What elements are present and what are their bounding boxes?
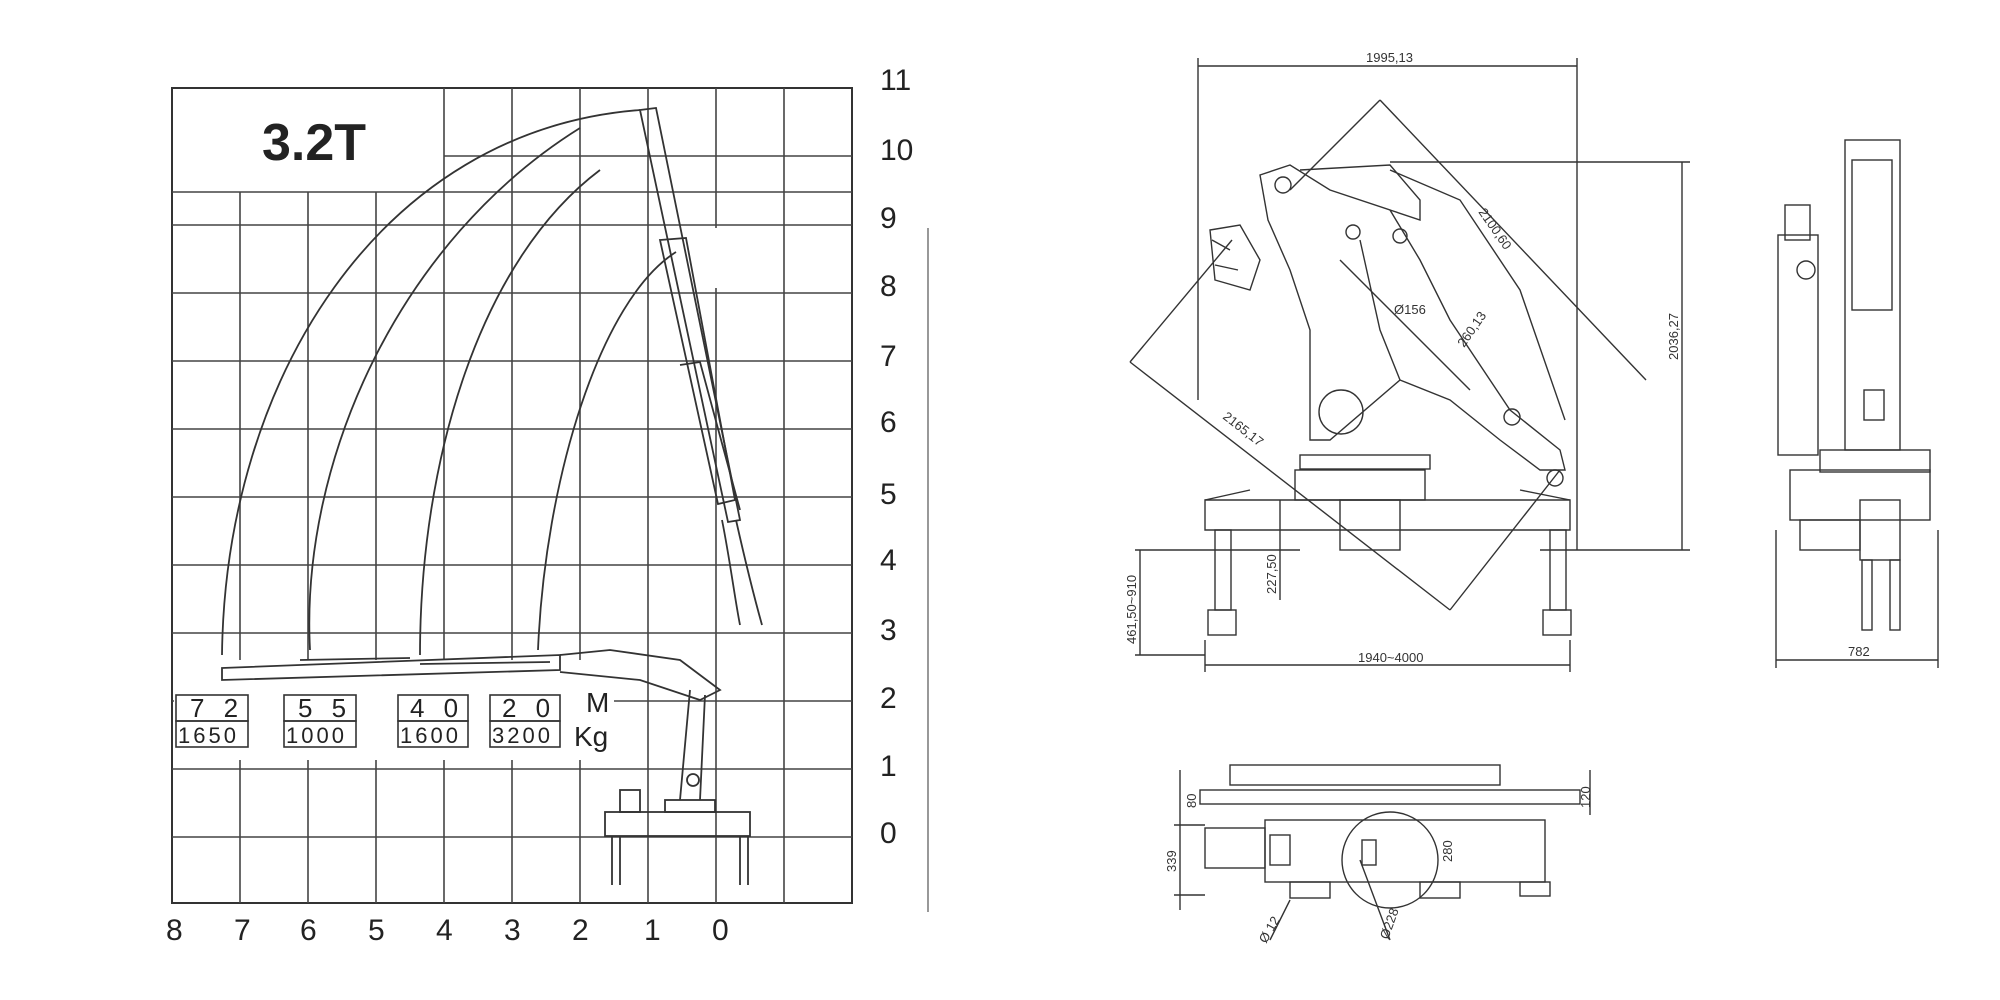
dim-top: 1995,13: [1366, 50, 1413, 65]
dim-120: 120: [1578, 786, 1593, 808]
end-view-drawing: [1775, 139, 1939, 668]
x-axis-ticks: 8 7 6 5 4 3 2 1 0: [166, 914, 729, 947]
arc-reach-5-5: [308, 127, 581, 651]
y-tick-1: 1: [880, 750, 897, 783]
top-view-dims: 80 120 339 280 Ø 12 Ø228: [1164, 786, 1593, 945]
y-tick-5: 5: [880, 478, 897, 511]
x-tick-8: 8: [166, 914, 183, 947]
box-reach-1: 7 2: [190, 693, 244, 723]
dim-arm: 260,13: [1454, 309, 1489, 350]
box-reach-4: 2 0: [502, 693, 556, 723]
arc-reach-2-0: [537, 251, 677, 651]
y-tick-0: 0: [880, 817, 897, 850]
box-load-3: 1600: [400, 723, 461, 748]
unit-distance: M: [586, 687, 609, 718]
box-reach-3: 4 0: [410, 693, 464, 723]
load-boxes: [175, 694, 561, 748]
dim-leg-range: 461,50~910: [1124, 575, 1139, 644]
side-view-drawing: [1129, 58, 1690, 672]
x-tick-0: 0: [712, 914, 729, 947]
arc-reach-4-0: [419, 169, 601, 656]
dim-339: 339: [1164, 850, 1179, 872]
dim-diag-long: 2100,60: [1476, 205, 1515, 252]
y-tick-7: 7: [880, 340, 897, 373]
y-tick-10: 10: [880, 134, 913, 167]
y-tick-2: 2: [880, 682, 897, 715]
y-tick-11: 11: [880, 64, 911, 97]
box-load-2: 1000: [286, 723, 347, 748]
dim-height: 2036,27: [1666, 313, 1681, 360]
y-axis-ticks: 11 10 9 8 7 6 5 4 3 2 1 0: [880, 64, 913, 850]
dim-outrigger: 1940~4000: [1358, 650, 1423, 665]
y-tick-4: 4: [880, 544, 897, 577]
box-load-1: 1650: [178, 723, 239, 748]
load-arcs: [221, 109, 677, 656]
load-chart: 3.2T: [166, 64, 929, 947]
x-tick-3: 3: [504, 914, 521, 947]
dim-end-width: 782: [1848, 644, 1870, 659]
x-tick-4: 4: [436, 914, 453, 947]
dim-80: 80: [1184, 794, 1199, 808]
x-tick-2: 2: [572, 914, 589, 947]
chart-title: 3.2T: [262, 114, 366, 172]
box-load-4: 3200: [492, 723, 553, 748]
y-tick-6: 6: [880, 406, 897, 439]
arc-reach-7-2: [221, 109, 641, 656]
y-tick-8: 8: [880, 270, 897, 303]
chart-grid-vertical: [239, 88, 785, 903]
x-tick-7: 7: [234, 914, 251, 947]
crane-base-small: [604, 789, 751, 885]
box-reach-2: 5 5: [298, 693, 352, 723]
dim-bolt: Ø228: [1377, 906, 1402, 941]
load-box-labels: 7 2 1650 5 5 1000 4 0 1600 2 0 3200 M Kg: [178, 687, 609, 752]
y-tick-9: 9: [880, 202, 897, 235]
chart-grid-horizontal: [172, 155, 852, 838]
dim-hole: Ø 12: [1256, 914, 1283, 946]
x-tick-1: 1: [644, 914, 661, 947]
dim-280: 280: [1440, 840, 1455, 862]
dim-pin: Ø156: [1394, 302, 1426, 317]
unit-weight: Kg: [574, 721, 608, 752]
y-tick-3: 3: [880, 614, 897, 647]
dim-base-height: 227,50: [1264, 554, 1279, 594]
x-tick-6: 6: [300, 914, 317, 947]
boom-horizontal: [221, 649, 722, 801]
boom-raised: [638, 107, 763, 626]
x-tick-5: 5: [368, 914, 385, 947]
top-view-drawing: [1174, 764, 1591, 941]
dim-diag-left: 2165,17: [1220, 409, 1266, 450]
